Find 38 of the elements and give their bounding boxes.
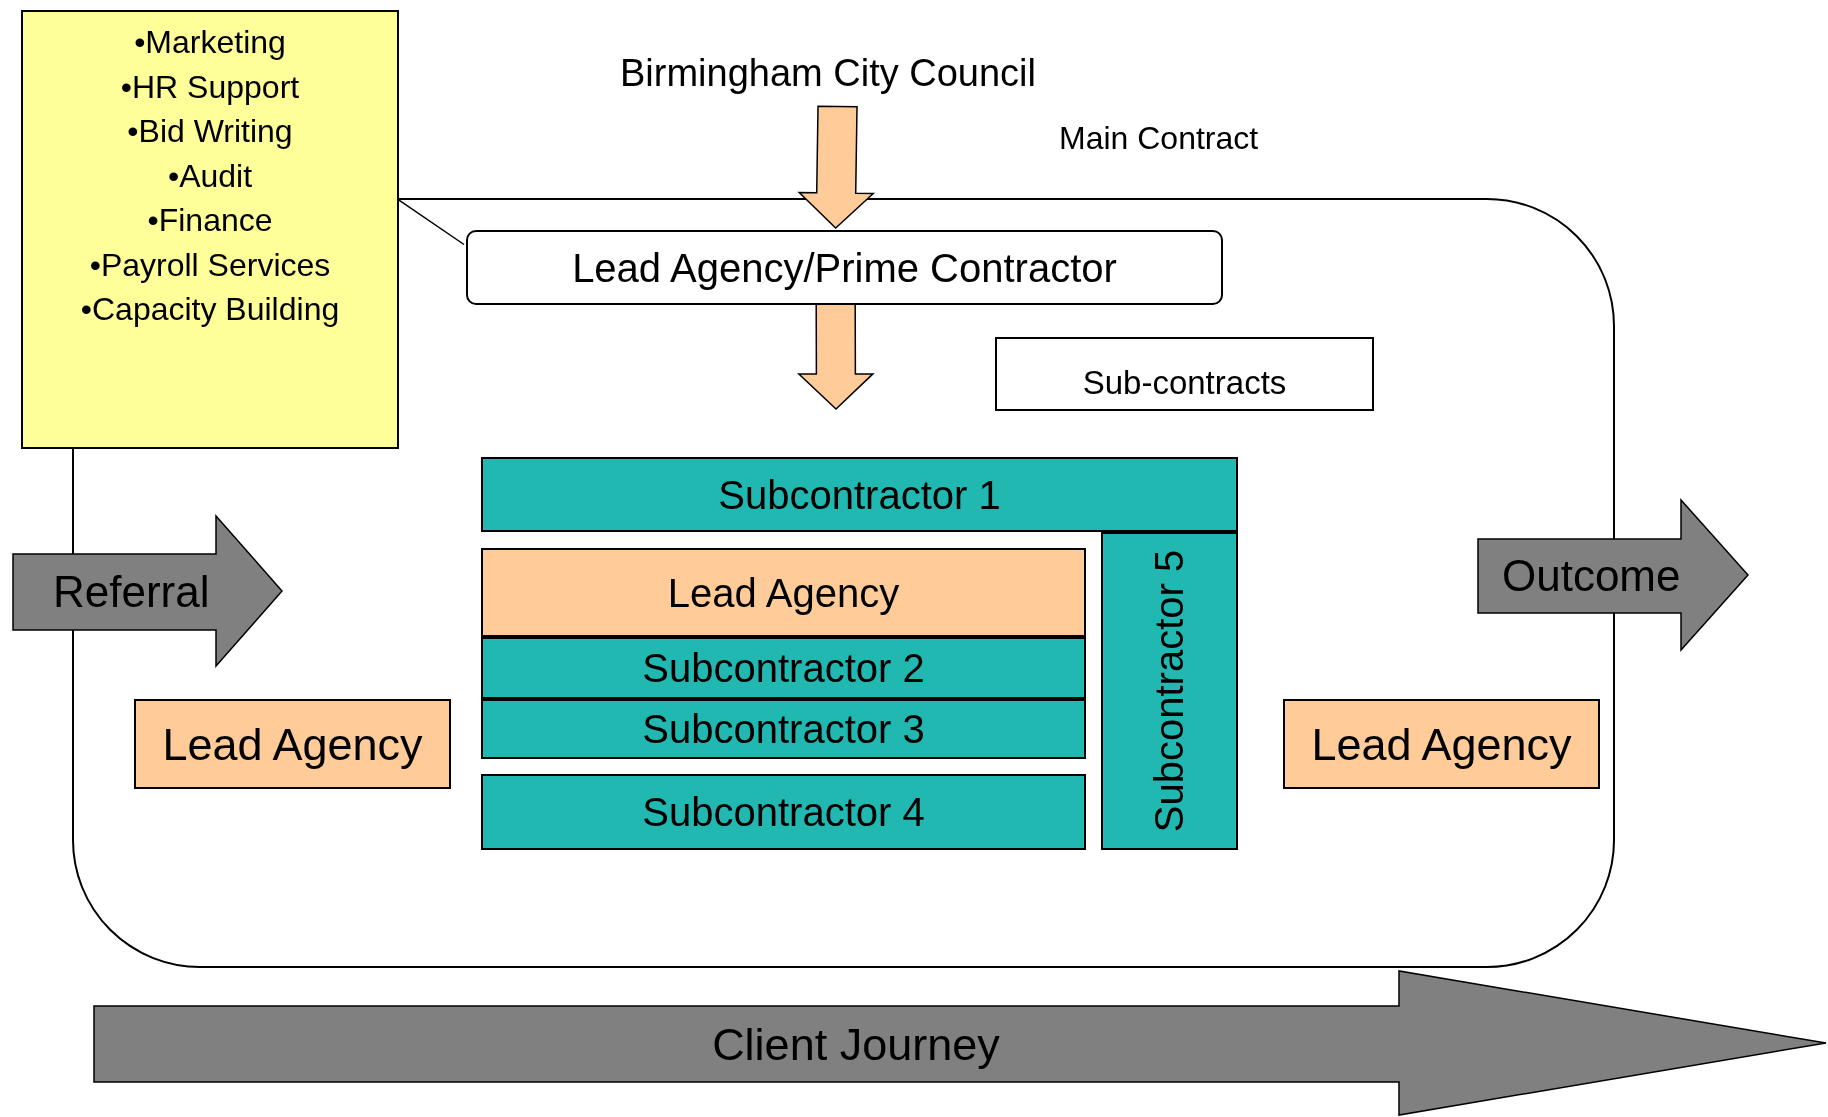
process-box (1283, 699, 1600, 789)
arrow-label: Referral (53, 570, 210, 614)
annotation-text: Main Contract (1059, 120, 1259, 157)
block-arrow (797, 302, 875, 411)
process-box (481, 699, 1086, 759)
box-label: Sub-contracts (1082, 365, 1287, 399)
list-item: •Bid Writing (127, 112, 293, 151)
box-label: Subcontractor 5 (1149, 549, 1190, 833)
process-box (481, 457, 1238, 532)
list-item: •Marketing (134, 23, 286, 62)
list-item: •Audit (167, 156, 253, 196)
list-item: •HR Support (120, 67, 300, 107)
box-label: Lead Agency (162, 721, 423, 767)
process-box (134, 699, 451, 789)
note-box (21, 10, 399, 449)
process-box (481, 548, 1086, 637)
box-label: Lead Agency/Prime Contractor (572, 247, 1117, 288)
box-label: Subcontractor 2 (642, 648, 925, 688)
process-box (1101, 532, 1238, 850)
process-box (481, 774, 1086, 850)
process-box (995, 337, 1374, 411)
arrow-banner (12, 515, 283, 667)
box-label: Subcontractor 3 (642, 709, 925, 749)
list-item: •Finance (147, 201, 273, 240)
box-label: Lead Agency (667, 572, 900, 613)
arrow-banner (93, 970, 1827, 1116)
list-item: •Capacity Building (80, 290, 340, 329)
process-box (481, 637, 1086, 699)
heading-text: Birmingham City Council (620, 52, 1036, 95)
arrow-label: Client Journey (712, 1021, 1000, 1067)
box-label: Lead Agency (1311, 721, 1572, 767)
process-box (466, 230, 1223, 305)
box-label: Subcontractor 4 (642, 792, 925, 832)
block-arrow (797, 105, 876, 230)
arrow-label: Outcome (1501, 554, 1681, 598)
arrow-banner (1477, 499, 1749, 651)
box-label: Subcontractor 1 (718, 474, 1001, 515)
list-item: •Payroll Services (89, 245, 331, 285)
